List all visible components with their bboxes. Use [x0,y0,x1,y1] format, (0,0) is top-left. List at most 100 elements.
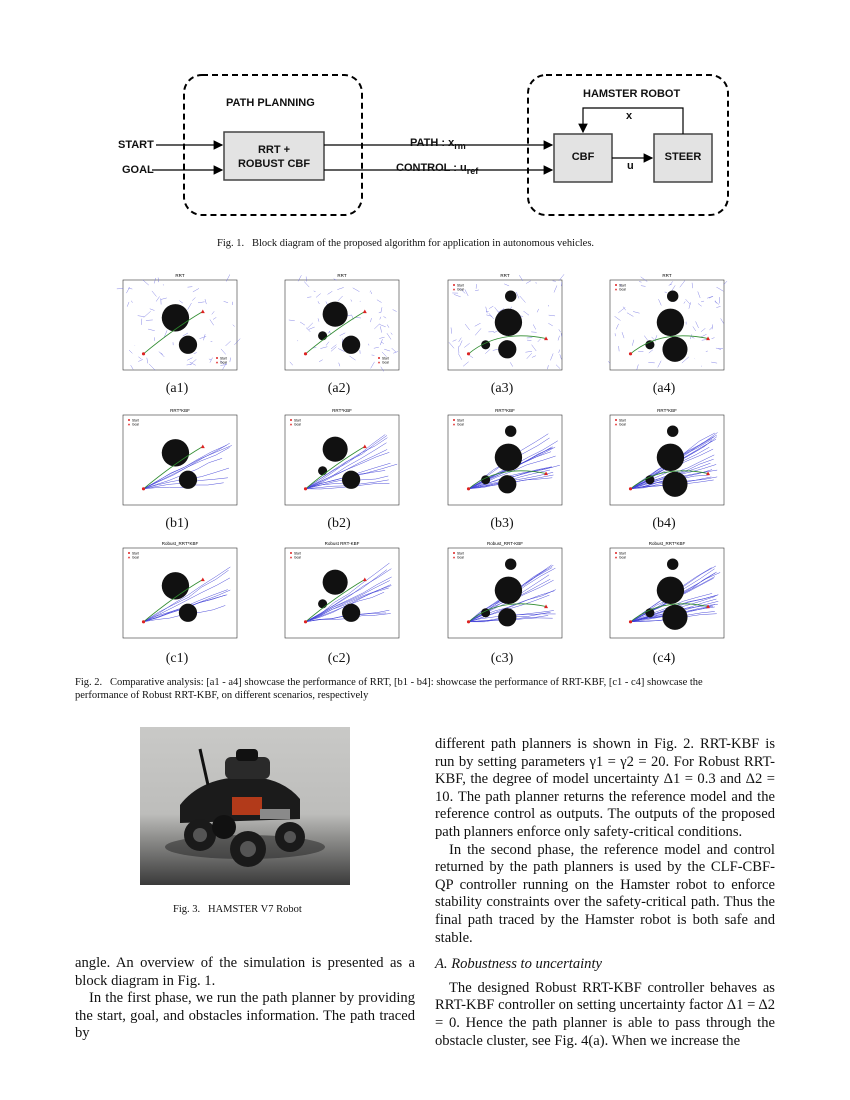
svg-text:Start: Start [457,418,464,422]
svg-text:Goal: Goal [132,556,139,560]
path-output-label: PATH : xrm [410,137,466,151]
obstacle [178,335,198,354]
obstacle [662,336,688,362]
svg-text:Start: Start [619,283,626,287]
plot-title: RRT [337,273,346,278]
start-marker [303,352,308,356]
svg-text:Goal: Goal [294,423,301,427]
obstacle [645,340,655,350]
svg-text:Goal: Goal [619,288,626,292]
goal-marker [200,444,205,449]
subfigure-label: (a3) [490,381,514,396]
steer-label: STEER [664,151,702,163]
start-marker [141,620,146,624]
obstacle [494,308,523,336]
obstacle [656,576,685,604]
goal-marker [544,604,549,609]
fig1-caption: Fig. 1. Block diagram of the proposed al… [217,238,595,249]
obstacle [645,475,655,485]
goal-marker [362,444,367,449]
obstacle [318,599,328,609]
subfigure-label: (c1) [165,651,189,666]
svg-text:Goal: Goal [457,556,464,560]
subfigure-label: (b2) [327,516,351,531]
obstacle [342,470,361,489]
svg-text:Start: Start [132,418,139,422]
svg-text:Start: Start [382,356,389,360]
plot-frame [284,414,400,506]
start-marker [628,487,633,491]
plot-title: RRT*KBF [657,408,677,413]
start-marker [628,352,633,356]
subfigure-label: (a4) [652,381,676,396]
goal-marker [362,577,367,582]
plot-title: RRT*KBF [332,408,352,413]
planned-path [630,470,709,490]
planned-path [468,470,547,490]
planned-path [630,335,709,355]
control-output-label: CONTROL : uref [396,162,478,176]
obstacle [494,443,523,471]
obstacle [161,304,190,332]
svg-text:Goal: Goal [382,361,389,365]
svg-text:Start: Start [132,551,139,555]
obstacle [322,569,348,595]
planned-path [143,446,204,490]
planner-label-1: RRT + [257,144,291,156]
planner-label-2: ROBUST CBF [237,158,311,170]
obstacle [318,466,328,476]
svg-text:Start: Start [619,551,626,555]
goal-marker [200,577,205,582]
plot-title: RRT [175,273,184,278]
plot-title: Robust RRT-KBF [325,541,360,546]
obstacle [481,475,491,485]
subfigure-label: (b3) [490,516,514,531]
right-paragraph-1: different path planners is shown in Fig.… [435,736,775,840]
svg-text:Goal: Goal [294,556,301,560]
planned-path [143,311,204,355]
start-marker [466,352,471,356]
svg-text:Start: Start [220,356,227,360]
start-marker [141,352,146,356]
fig2-caption-line1: Fig. 2. Comparative analysis: [a1 - a4] … [75,677,703,688]
planned-path [305,446,366,490]
left-paragraph-2: In the first phase, we run the path plan… [75,990,415,1042]
start-marker [141,487,146,491]
obstacle [656,443,685,471]
hamster-robot-group [527,74,729,216]
obstacle [498,475,517,494]
obstacle [667,290,679,302]
control-label-sub: ref [466,166,479,177]
svg-text:Start: Start [457,283,464,287]
obstacle [645,608,655,618]
goal-marker [706,604,711,609]
subfigure-label: (a2) [327,381,351,396]
goal-marker [706,471,711,476]
start-marker [628,620,633,624]
tree-branches [305,562,392,623]
section-heading: A. Robustness to uncertainty [435,956,602,973]
feedback-arrow [578,107,684,134]
obstacle [667,558,679,570]
subfigure-label: (c4) [652,651,676,666]
start-marker [303,620,308,624]
plot-frame [284,547,400,639]
right-column: different path planners is shown in Fig.… [435,736,775,1050]
right-paragraph-3: The designed Robust RRT-KBF controller b… [435,979,775,1049]
obstacle [322,301,348,327]
plot-title: Robust_RRT*KBF [162,541,199,546]
obstacle [667,425,679,437]
goal-marker [544,336,549,341]
fig3-caption: Fig. 3. HAMSTER V7 Robot [173,904,302,915]
